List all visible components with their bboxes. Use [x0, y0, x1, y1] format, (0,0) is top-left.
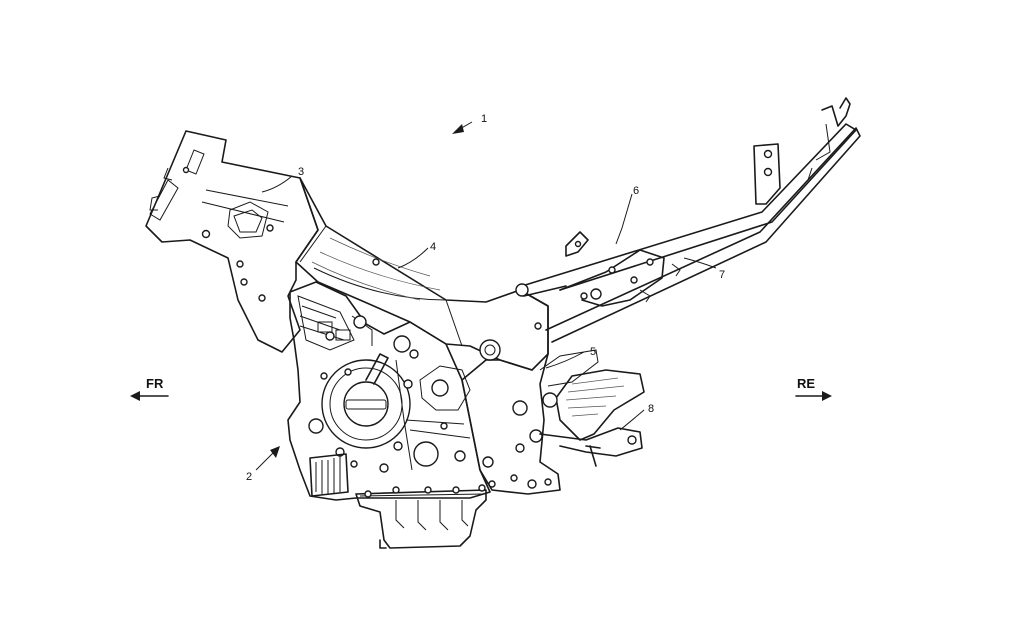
main-frame-spar — [295, 177, 549, 371]
rear-label: RE — [797, 376, 815, 391]
head-pipe-section — [145, 130, 319, 353]
ref-numeral-6: 6 — [633, 185, 639, 197]
seat-stay — [545, 127, 861, 343]
rear-direction-indicator: RE — [795, 376, 832, 401]
front-direction-indicator: FR — [130, 376, 169, 401]
engine-unit — [287, 281, 494, 549]
ref-numeral-5: 5 — [590, 346, 596, 358]
footrest-bracket — [529, 369, 645, 467]
ref-numeral-4: 4 — [430, 241, 436, 253]
ref-numeral-2: 2 — [246, 471, 252, 483]
ref-numeral-1: 1 — [481, 113, 487, 125]
ref-numeral-7: 7 — [719, 269, 725, 281]
seat-rail — [515, 97, 857, 297]
leader-lines — [255, 121, 717, 471]
ref-numeral-3: 3 — [298, 166, 304, 178]
ref-numeral-8: 8 — [648, 403, 654, 415]
pivot-plate — [461, 289, 599, 495]
front-label: FR — [146, 376, 164, 391]
